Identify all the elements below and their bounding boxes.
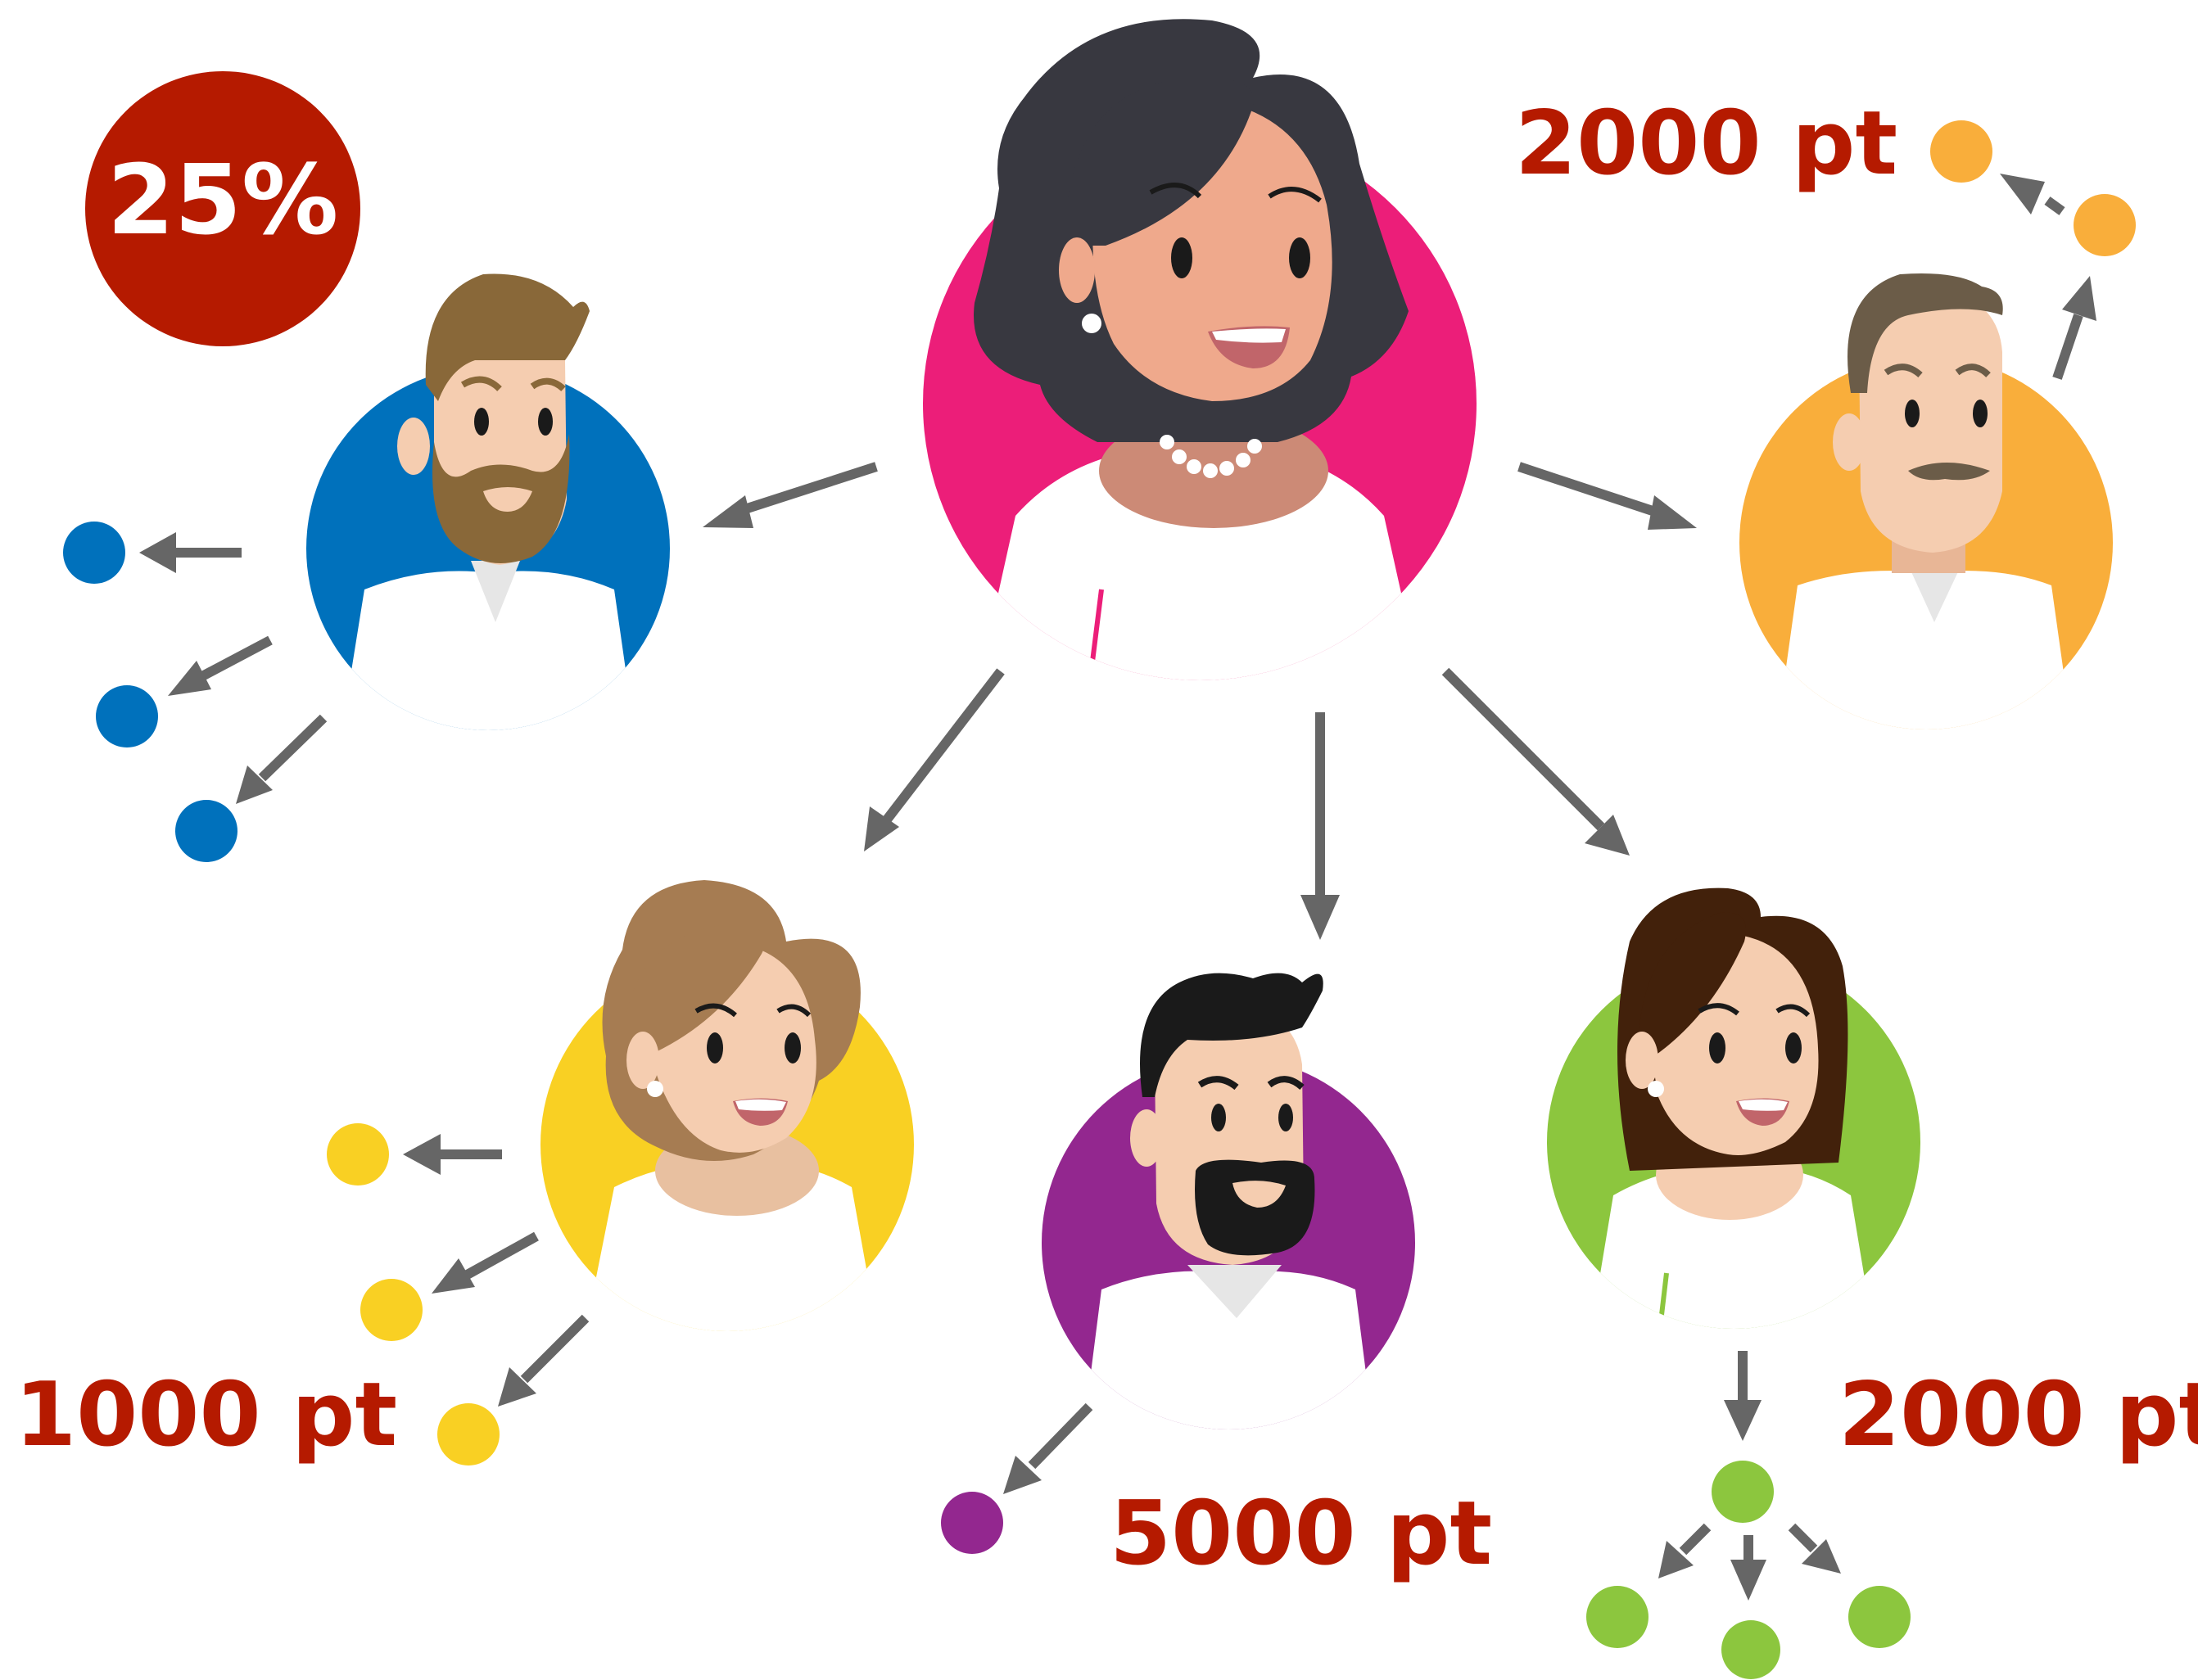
arrow-yellow-2	[432, 1231, 539, 1294]
avatar-bottom-left-woman	[540, 880, 914, 1331]
arrow-top-to-right	[1517, 462, 1697, 530]
arrow-green-left	[1658, 1523, 1712, 1578]
arrow-top-to-green	[1441, 667, 1630, 856]
arrow-yellow-1	[403, 1134, 502, 1175]
green-dot	[1721, 1620, 1780, 1679]
avatar-bottom-right-woman	[1547, 887, 1920, 1329]
arrow-blue-2	[168, 635, 273, 696]
arrow-green-mid	[1730, 1535, 1766, 1601]
avatar-right-man	[1739, 273, 2113, 729]
green-dot	[1586, 1586, 1648, 1648]
arrows-layer	[139, 174, 2096, 1601]
arrow-orange-up	[2052, 276, 2096, 380]
points-label-top-right: 2000 pt	[1515, 93, 1897, 195]
yellow-dot	[327, 1123, 389, 1185]
blue-dot	[63, 522, 125, 584]
blue-dot	[96, 685, 158, 747]
green-dot	[1848, 1586, 1911, 1648]
purple-dot	[941, 1492, 1003, 1554]
points-label-middle: 5000 pt	[1110, 1483, 1492, 1585]
arrow-purple-1	[1003, 1402, 1093, 1494]
arrow-top-to-yellow	[864, 668, 1005, 851]
point-labels: 2000 pt 1000 pt 5000 pt 2000 pt	[15, 93, 2198, 1585]
arrow-green-down	[1724, 1351, 1762, 1441]
percent-badge-circle	[85, 71, 360, 346]
arrow-blue-1	[139, 532, 242, 573]
pearl-necklace	[1160, 435, 1262, 478]
percent-badge: 25%	[85, 71, 360, 346]
percent-badge-text: 25%	[107, 143, 338, 256]
avatar-bottom-mid-man	[1042, 973, 1415, 1429]
orange-dot	[2074, 194, 2136, 256]
blue-dot	[175, 800, 237, 862]
arrow-blue-3	[236, 714, 328, 804]
green-dot	[1712, 1461, 1774, 1523]
orange-dot	[1930, 120, 1992, 183]
points-label-left: 1000 pt	[15, 1364, 397, 1466]
yellow-dot	[437, 1403, 500, 1465]
dots-layer	[63, 120, 2136, 1679]
arrow-orange-left	[2000, 174, 2065, 215]
arrow-top-to-purple	[1300, 712, 1340, 940]
avatar-top-woman	[923, 19, 1477, 680]
arrow-top-to-left	[703, 462, 878, 528]
arrow-green-right	[1788, 1523, 1841, 1574]
yellow-dot	[360, 1279, 423, 1341]
avatar-left-man	[306, 273, 670, 730]
points-label-right: 2000 pt	[1838, 1364, 2198, 1466]
arrow-yellow-3	[498, 1314, 590, 1407]
